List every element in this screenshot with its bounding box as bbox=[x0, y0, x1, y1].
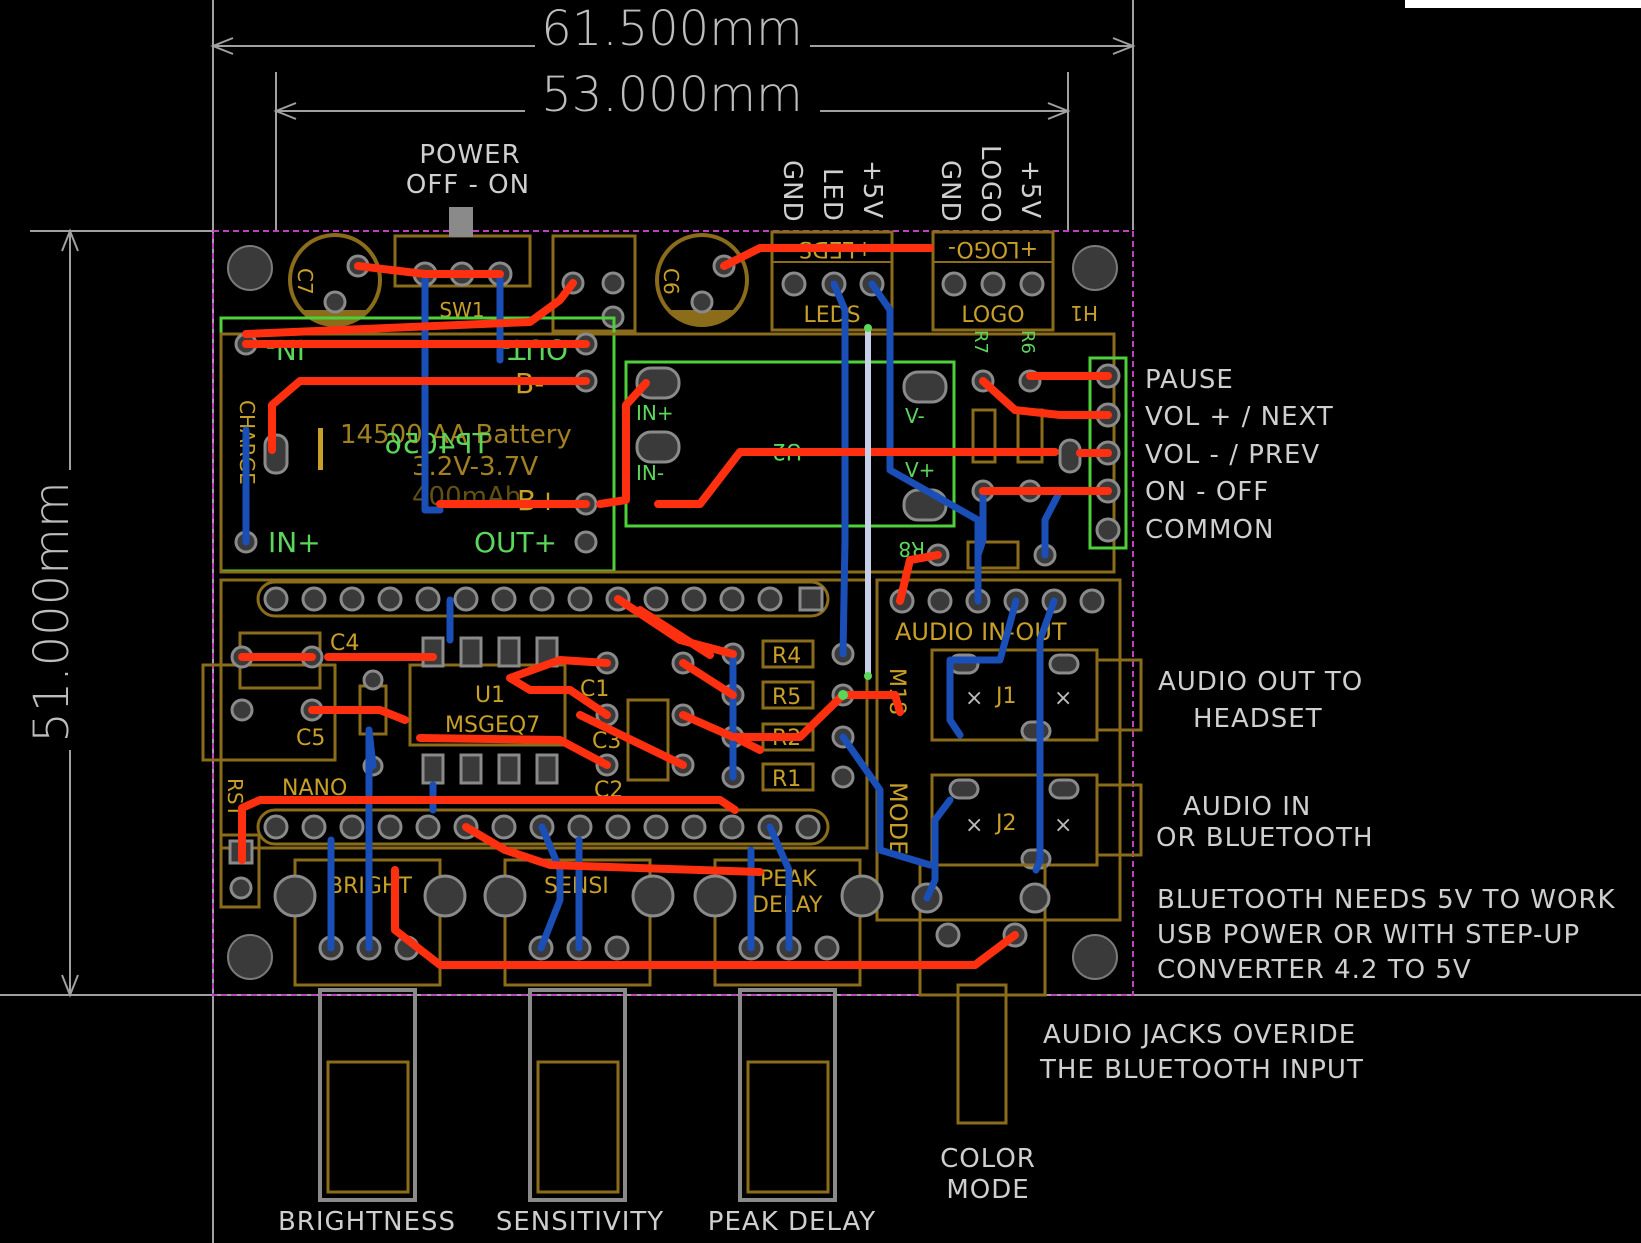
j2-label: J2 bbox=[994, 811, 1017, 836]
audio-in-line1: AUDIO IN bbox=[1183, 792, 1311, 822]
leds-led-label: LED bbox=[817, 168, 847, 222]
power-states-label: OFF - ON bbox=[406, 170, 530, 200]
capacitor-c6: C6 bbox=[655, 233, 749, 327]
svg-text:×: × bbox=[1054, 686, 1072, 711]
u2-in-plus-label: IN+ bbox=[636, 401, 674, 425]
u2-v-minus-label: V- bbox=[905, 404, 925, 428]
color-label: COLOR bbox=[940, 1144, 1036, 1174]
u2-in-minus-label: IN- bbox=[636, 461, 664, 485]
width-outer-dimension: 61.500mm bbox=[541, 1, 802, 57]
r5-label: R5 bbox=[772, 685, 801, 710]
logo-connector: LOGO +LOGO- bbox=[931, 230, 1055, 332]
common-label: COMMON bbox=[1145, 515, 1274, 545]
peak-delay-label: PEAK DELAY bbox=[708, 1207, 876, 1237]
battery-voltage-label: 3.2V-3.7V bbox=[412, 452, 538, 482]
mode-label: MODE bbox=[884, 782, 912, 855]
audio-out-line2: HEADSET bbox=[1193, 704, 1323, 734]
leds-5v-label: +5V bbox=[857, 160, 887, 219]
logo-gnd-label: GND bbox=[935, 160, 965, 223]
out-minus-label: OUT- bbox=[501, 333, 568, 366]
svg-text:×: × bbox=[965, 686, 983, 711]
corner-white-strip bbox=[1405, 0, 1641, 8]
brightness-label: BRIGHTNESS bbox=[278, 1207, 456, 1237]
color-mode-switch-body bbox=[956, 983, 1008, 1125]
bluetooth-note-line3: CONVERTER 4.2 TO 5V bbox=[1157, 955, 1472, 985]
svg-text:×: × bbox=[1054, 813, 1072, 838]
r4-label: R4 bbox=[772, 644, 801, 669]
vol-prev-label: VOL - / PREV bbox=[1145, 440, 1320, 470]
c6-label: C6 bbox=[659, 268, 683, 295]
resistors-r1-r5: R4 R5 R2 R1 bbox=[721, 639, 855, 792]
in-plus-label: IN+ bbox=[268, 526, 321, 559]
battery-label: 14500 AA Battery bbox=[340, 420, 572, 450]
bluetooth-note-line2: USB POWER OR WITH STEP-UP bbox=[1157, 920, 1580, 950]
mounting-holes bbox=[227, 245, 1118, 980]
c7-label: C7 bbox=[293, 268, 317, 295]
button-labels: PAUSE VOL + / NEXT VOL - / PREV ON - OFF… bbox=[1145, 365, 1334, 545]
width-inner-dimension: 53.000mm bbox=[541, 67, 802, 123]
svg-text:×: × bbox=[965, 813, 983, 838]
sensitivity-label: SENSITIVITY bbox=[496, 1207, 664, 1237]
arduino-nano: NANO RST bbox=[219, 578, 869, 909]
capacitors-c4-c5: C4 C5 bbox=[201, 631, 359, 762]
capacitors-c1-c2-c3: C1 C3 C2 bbox=[580, 651, 695, 803]
logo-5v-label: +5V bbox=[1015, 160, 1045, 219]
board-outline bbox=[212, 230, 1134, 996]
bottom-copper-traces bbox=[242, 270, 1112, 952]
mode-bottom-label: MODE bbox=[946, 1175, 1029, 1205]
on-off-label: ON - OFF bbox=[1145, 477, 1269, 507]
logo-top-label: +LOGO- bbox=[948, 236, 1038, 261]
msgeq7-label: MSGEQ7 bbox=[445, 713, 540, 738]
leds-header-labels: GND LED +5V bbox=[777, 160, 887, 223]
tp4056-label: TP4056 bbox=[384, 427, 490, 460]
power-label: POWER bbox=[419, 140, 520, 170]
bluetooth-note-line1: BLUETOOTH NEEDS 5V TO WORK bbox=[1157, 885, 1616, 915]
r1-label: R1 bbox=[772, 767, 801, 792]
audio-in-line2: OR BLUETOOTH bbox=[1156, 823, 1374, 853]
pause-label: PAUSE bbox=[1145, 365, 1234, 395]
leds-gnd-label: GND bbox=[777, 160, 807, 223]
leds-connector: LEDS +LEDS- bbox=[770, 230, 894, 332]
r6-label: R6 bbox=[1017, 330, 1038, 354]
pot-sensi: SENSI bbox=[483, 858, 675, 1202]
c5-label: C5 bbox=[296, 726, 325, 751]
capacitor-c7: C7 bbox=[288, 233, 382, 327]
top-copper-traces bbox=[238, 244, 1112, 969]
u1-label: U1 bbox=[475, 683, 505, 708]
audio-out-line1: AUDIO OUT TO bbox=[1158, 667, 1363, 697]
j1-label: J1 bbox=[994, 684, 1017, 709]
logo-header-labels: GND LOGO +5V bbox=[935, 145, 1045, 224]
vol-next-label: VOL + / NEXT bbox=[1145, 402, 1334, 432]
logo-logo-label: LOGO bbox=[975, 145, 1005, 224]
out-plus-label: OUT+ bbox=[474, 526, 557, 559]
tp4056-module: IN- OUT- B- CHARGE 14500 AA Battery 3.2V… bbox=[219, 316, 1116, 574]
r7-label: R7 bbox=[970, 330, 991, 354]
power-switch-sw1: SW1 bbox=[393, 207, 532, 322]
audio-section: AUDIO IN-OUT M18 MODE J1 × × J2 × × bbox=[875, 578, 1143, 997]
logo-label: LOGO bbox=[961, 303, 1024, 328]
c4-label: C4 bbox=[330, 631, 359, 656]
h1-label: H1 bbox=[1070, 301, 1098, 325]
jack-note-line1: AUDIO JACKS OVERIDE bbox=[1043, 1020, 1356, 1050]
jack-note-line2: THE BLUETOOTH INPUT bbox=[1039, 1055, 1364, 1085]
leds-label: LEDS bbox=[803, 303, 860, 328]
height-dimension: 51.000mm bbox=[24, 481, 80, 742]
in-minus-label: IN- bbox=[266, 333, 305, 366]
